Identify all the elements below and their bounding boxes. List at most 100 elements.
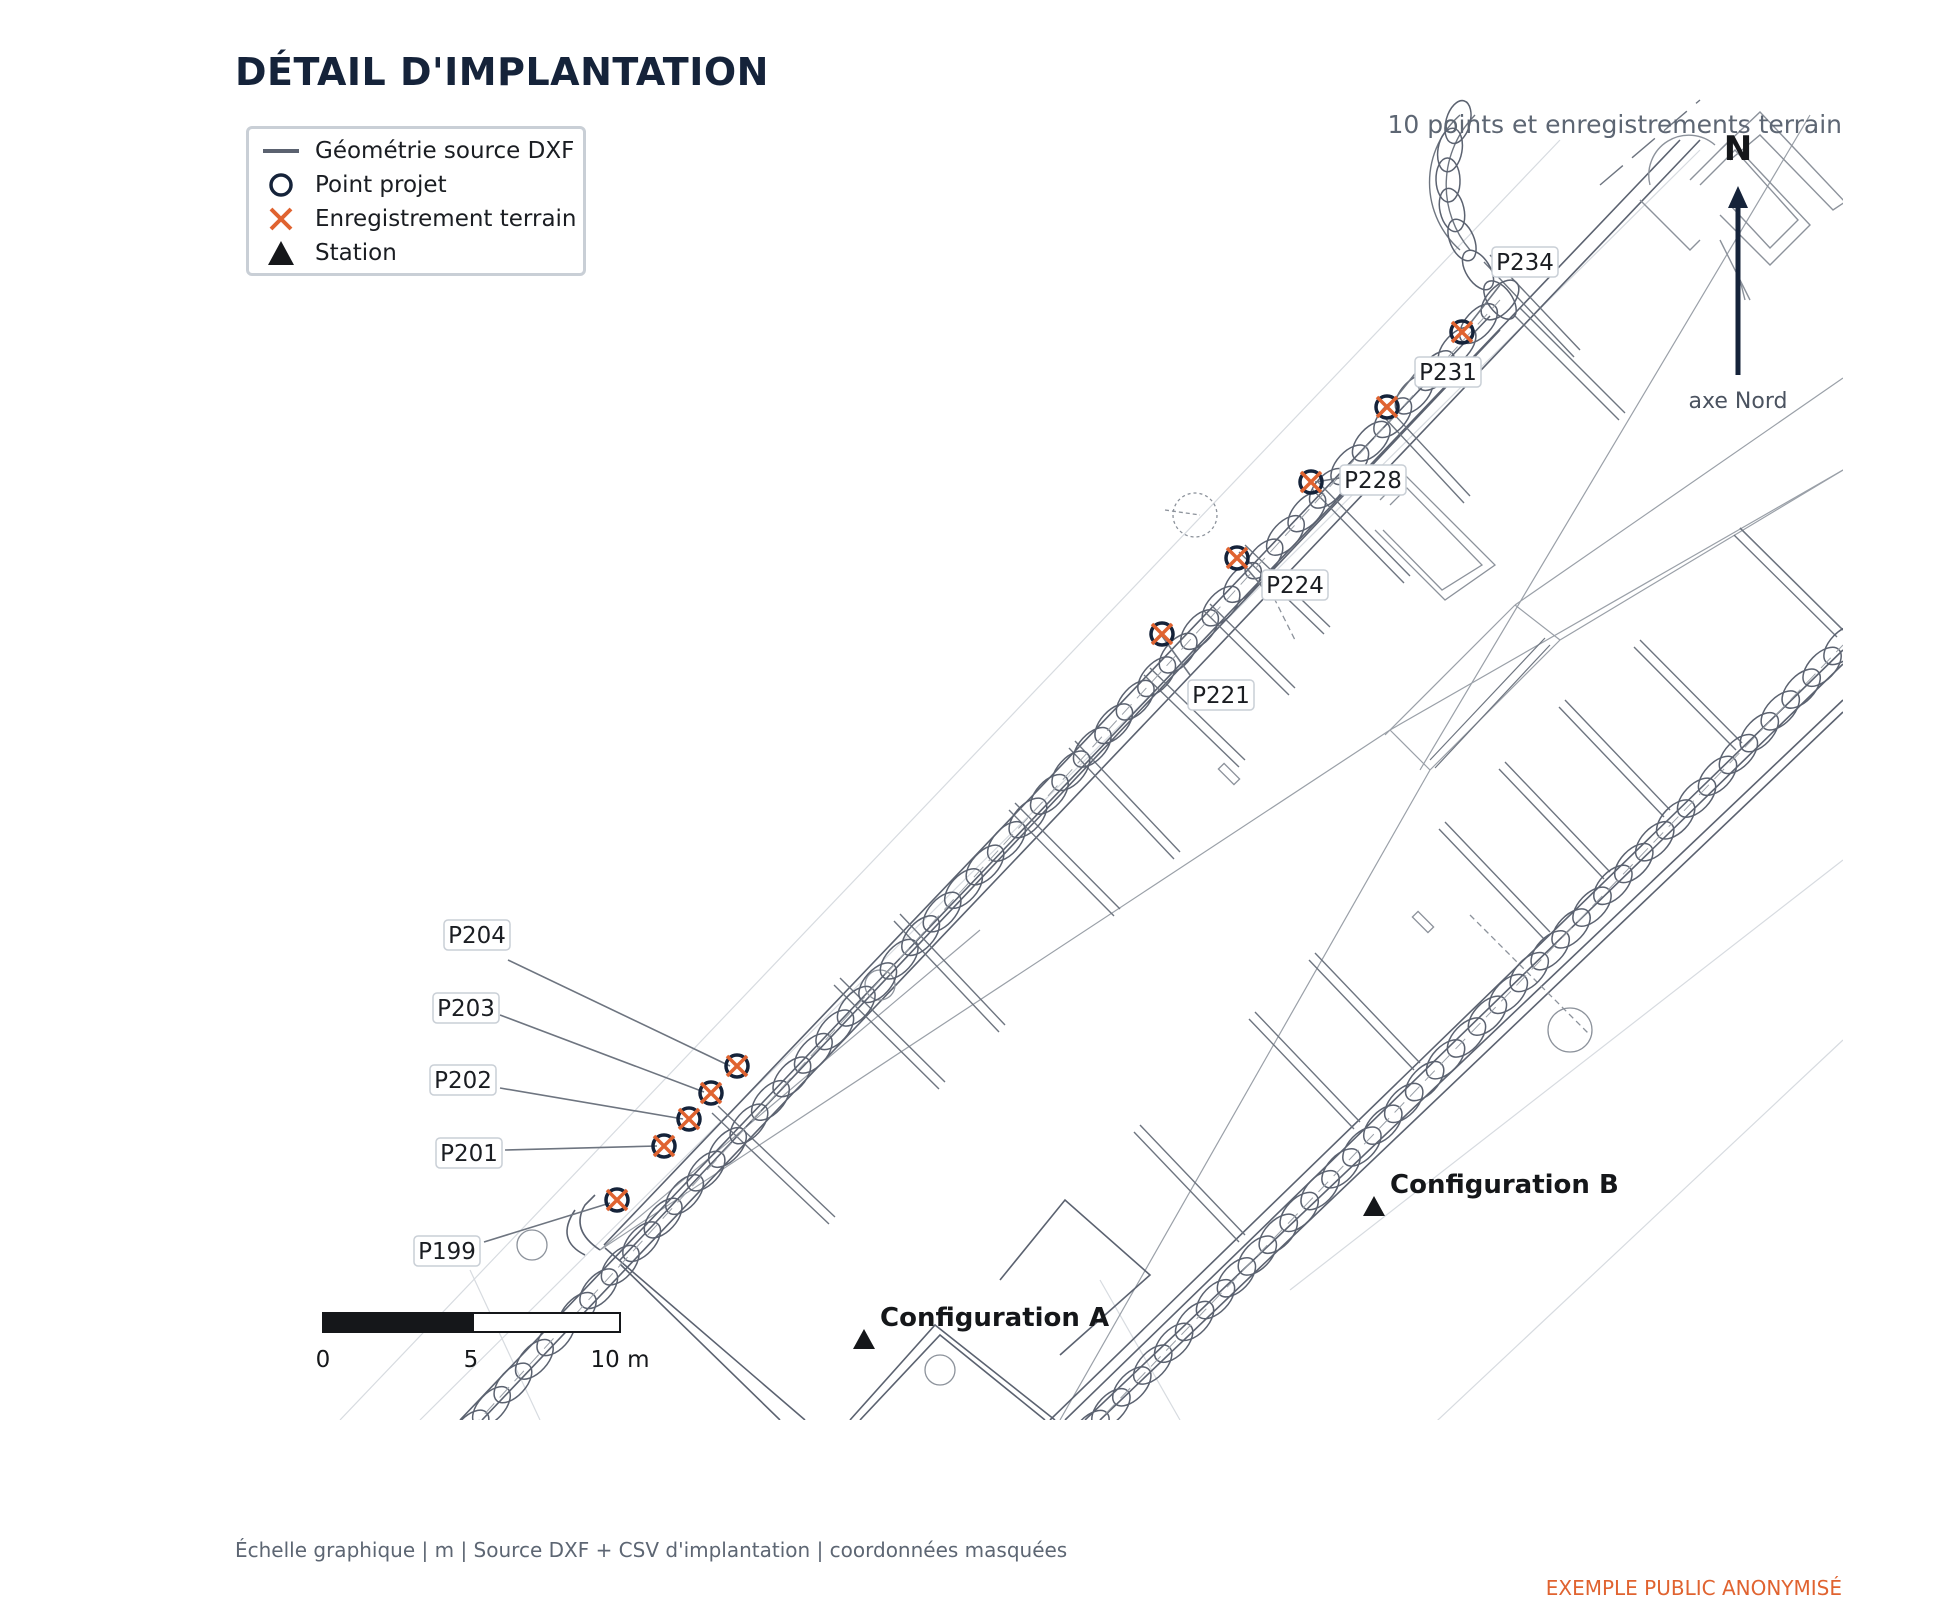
survey-point-marker xyxy=(1374,394,1400,420)
legend-label: Enregistrement terrain xyxy=(315,206,577,232)
point-label-box xyxy=(1414,356,1482,388)
survey-point-marker xyxy=(724,1053,750,1079)
point-label-box xyxy=(1187,679,1255,711)
point-label-text: P202 xyxy=(434,1068,492,1094)
dxf-ellipse xyxy=(1279,1191,1319,1233)
dxf-ellipse xyxy=(1174,1300,1215,1342)
field-record-icon xyxy=(1225,546,1249,570)
footer-caption: Échelle graphique | m | Source DXF + CSV… xyxy=(235,1538,1068,1562)
project-point-icon xyxy=(724,1053,750,1079)
project-point-icon xyxy=(1149,621,1175,647)
point-label-box xyxy=(432,992,500,1024)
point-label: P221 xyxy=(1187,679,1255,711)
dxf-ellipse xyxy=(493,1362,533,1404)
dxf-ellipse xyxy=(729,1103,769,1145)
survey-point-marker xyxy=(604,1187,630,1213)
project-point-icon xyxy=(604,1187,630,1213)
scale-tick-label: 0 xyxy=(316,1347,331,1373)
point-label-text: P224 xyxy=(1266,573,1324,599)
dxf-ellipse xyxy=(579,1268,619,1310)
point-label-box xyxy=(413,1235,481,1267)
field-record-icon xyxy=(677,1107,701,1131)
point-label-text: P221 xyxy=(1192,683,1250,709)
field-record-icon xyxy=(1150,622,1174,646)
scale-bar xyxy=(322,1312,621,1333)
dxf-ellipse xyxy=(1438,187,1466,233)
point-label-box xyxy=(1491,246,1559,278)
dxf-ellipse xyxy=(1351,420,1391,462)
dxf-axis-line xyxy=(478,299,1501,1420)
legend-item: Enregistrement terrain xyxy=(259,204,577,234)
point-label-box xyxy=(1261,569,1329,601)
field-record-icon xyxy=(699,1081,723,1105)
dxf-ellipse xyxy=(965,844,1005,886)
survey-point-marker xyxy=(651,1133,677,1159)
survey-point-marker xyxy=(1149,621,1175,647)
dxf-ellipse xyxy=(1461,249,1495,291)
field-record-icon xyxy=(605,1188,629,1212)
dxf-ellipse xyxy=(1072,726,1112,768)
dxf-ellipse xyxy=(686,1150,726,1192)
dxf-ellipse xyxy=(1342,1126,1382,1167)
scale-tick-label: 10 m xyxy=(591,1347,650,1373)
point-label-text: P228 xyxy=(1344,468,1402,494)
point-label-box xyxy=(1339,464,1407,496)
dxf-axis-line xyxy=(1098,644,1843,1420)
dxf-ellipse xyxy=(1447,218,1477,262)
survey-point-marker xyxy=(676,1106,702,1132)
scale-tick-label: 5 xyxy=(464,1347,479,1373)
survey-point-marker xyxy=(1298,469,1324,495)
dxf-ellipse xyxy=(1676,777,1717,818)
point-label: P203 xyxy=(432,992,500,1024)
north-caption: axe Nord xyxy=(1689,389,1788,414)
point-label-text: P231 xyxy=(1419,360,1477,386)
survey-point-marker xyxy=(1224,545,1250,571)
circle-icon xyxy=(259,170,303,200)
point-label: P224 xyxy=(1261,569,1329,601)
north-arrow xyxy=(1728,186,1748,375)
point-label: P234 xyxy=(1491,246,1559,278)
dxf-ellipse xyxy=(922,891,962,933)
point-label-text: P204 xyxy=(448,923,506,949)
public-example-stamp: EXEMPLE PUBLIC ANONYMISÉ xyxy=(1545,1576,1842,1600)
dxf-ellipse xyxy=(1115,679,1155,721)
legend-label: Point projet xyxy=(315,172,447,198)
dxf-ellipse xyxy=(1436,127,1464,173)
field-record-icon xyxy=(1299,470,1323,494)
legend-label: Station xyxy=(315,240,397,266)
dxf-ellipse xyxy=(1444,99,1472,145)
triangle-icon xyxy=(259,238,303,268)
point-label-box xyxy=(443,919,511,951)
station-label: Configuration A xyxy=(880,1303,1109,1333)
dxf-ellipse xyxy=(1112,1366,1152,1407)
line-icon xyxy=(259,136,303,166)
project-point-icon xyxy=(1374,394,1400,420)
point-label: P204 xyxy=(443,919,511,951)
field-record-icon xyxy=(725,1054,749,1078)
survey-point-marker xyxy=(698,1080,724,1106)
dxf-ellipse xyxy=(1435,157,1461,203)
point-label-text: P203 xyxy=(437,996,495,1022)
station-marker xyxy=(853,1196,1385,1349)
page-subtitle: 10 points et enregistrements terrain xyxy=(1387,110,1842,139)
field-record-icon xyxy=(1375,395,1399,419)
field-record-icon xyxy=(652,1134,676,1158)
point-label: P228 xyxy=(1339,464,1407,496)
field-record-icon xyxy=(1450,320,1474,344)
legend-item: Géométrie source DXF xyxy=(259,136,574,166)
project-point-icon xyxy=(1224,545,1250,571)
page-title: DÉTAIL D'IMPLANTATION xyxy=(235,50,769,94)
point-label-text: P199 xyxy=(418,1239,476,1265)
point-label-box xyxy=(429,1064,497,1096)
map-legend: Géométrie source DXF Point projet Enregi… xyxy=(246,126,586,276)
survey-point-marker xyxy=(1449,319,1475,345)
point-label-box xyxy=(435,1137,503,1169)
station-label: Configuration B xyxy=(1390,1170,1619,1200)
north-letter: N xyxy=(1724,129,1752,169)
cross-icon xyxy=(259,204,303,234)
point-label: P202 xyxy=(429,1064,497,1096)
point-label-text: P234 xyxy=(1496,250,1554,276)
dxf-ellipse xyxy=(450,1409,490,1420)
legend-item: Point projet xyxy=(259,170,447,200)
